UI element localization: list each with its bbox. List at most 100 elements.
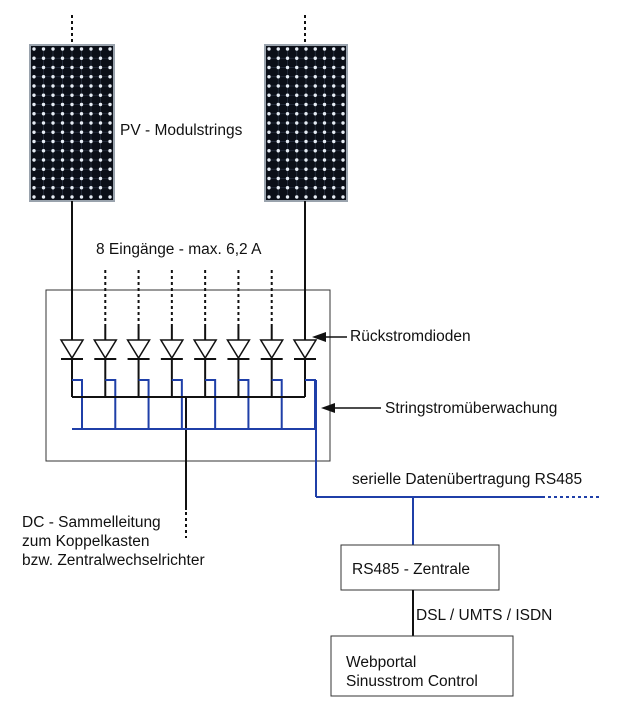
pv-cell-dot <box>341 130 345 134</box>
pv-cell-dot <box>32 75 36 79</box>
pv-cell-dot <box>313 158 317 162</box>
pv-cell-dot <box>108 176 112 181</box>
pv-cell-dot <box>70 176 74 181</box>
pv-cell-dot <box>276 93 280 97</box>
pv-cell-dot <box>51 158 55 162</box>
pv-cell-dot <box>267 65 271 70</box>
pv-cell-dot <box>285 176 290 181</box>
pv-cell-dot <box>98 84 103 88</box>
pv-cell-dot <box>322 121 327 125</box>
pv-cell-dot <box>322 130 327 134</box>
pv-cell-dot <box>313 121 317 125</box>
pv-cell-dot <box>41 102 46 107</box>
pv-cell-dot <box>295 84 299 88</box>
pv-cell-dot <box>51 47 55 51</box>
pv-cell-dot <box>267 186 271 190</box>
current-sensor-tap <box>105 379 117 429</box>
pv-cell-dot <box>322 112 327 116</box>
pv-cell-dot <box>98 139 103 144</box>
pv-cell-dot <box>295 130 299 134</box>
pv-cell-dot <box>285 102 290 107</box>
pv-cell-dot <box>70 186 74 190</box>
pv-cell-dot <box>108 75 112 79</box>
pv-cell-dot <box>98 149 103 153</box>
pv-cell-dot <box>322 75 327 79</box>
pv-cell-dot <box>89 149 93 153</box>
pv-cell-dot <box>79 56 84 60</box>
string-input-3 <box>126 270 151 429</box>
pv-cell-dot <box>341 75 345 79</box>
pv-cell-dot <box>285 93 290 97</box>
pv-cell-dot <box>108 93 112 97</box>
pv-cell-dot <box>341 176 345 181</box>
pv-cell-dot <box>32 112 36 116</box>
webportal-label: Webportal Sinusstrom Control <box>346 653 478 691</box>
pv-cell-dot <box>322 195 327 199</box>
pv-cell-dot <box>341 121 345 125</box>
pv-cell-dot <box>295 186 299 190</box>
pv-cell-dot <box>108 102 112 107</box>
pv-cell-dot <box>341 56 345 60</box>
rs485-central-box <box>340 544 500 591</box>
pv-cell-dot <box>32 195 36 199</box>
pv-cell-dot <box>70 102 74 107</box>
pv-cell-dot <box>70 139 74 144</box>
pv-cell-dot <box>267 149 271 153</box>
reverse-diodes-label: Rückstromdioden <box>350 328 471 345</box>
webportal-box <box>330 635 514 697</box>
pv-cell-dot <box>98 75 103 79</box>
pv-cell-dot <box>79 65 84 70</box>
pv-cell-dot <box>285 195 290 199</box>
pv-cell-dot <box>304 112 308 116</box>
pv-cell-dot <box>313 56 317 60</box>
pv-cell-dot <box>51 186 55 190</box>
pv-module-left <box>29 44 115 202</box>
pv-cell-dot <box>267 176 271 181</box>
pv-cell-dot <box>41 112 46 116</box>
pv-cell-dot <box>295 158 299 162</box>
pv-cell-dot <box>285 149 290 153</box>
pv-cell-dot <box>79 186 84 190</box>
pv-cell-dot <box>70 121 74 125</box>
current-sensor-tap <box>138 379 150 429</box>
pv-cell-dot <box>285 158 290 162</box>
pv-cell-dot <box>32 102 36 107</box>
pv-cell-dot <box>313 167 317 171</box>
pv-cell-dot <box>79 93 84 97</box>
pv-cell-dot <box>70 84 74 88</box>
pv-cell-dot <box>285 47 290 51</box>
connection-label: DSL / UMTS / ISDN <box>416 607 553 624</box>
pv-cell-dot <box>89 195 93 199</box>
webportal-label-line-1: Webportal <box>346 654 417 671</box>
pv-cell-dot <box>332 158 336 162</box>
pv-cell-dot <box>322 47 327 51</box>
pv-cell-dot <box>295 121 299 125</box>
dc-bus-label: DC - Sammelleitung zum Koppelkasten bzw.… <box>22 513 205 570</box>
pv-cell-dot <box>341 93 345 97</box>
pv-cell-dot <box>108 167 112 171</box>
pv-cell-dot <box>295 167 299 171</box>
pv-cell-dot <box>267 56 271 60</box>
pv-cell-dot <box>60 112 65 116</box>
pv-cell-dot <box>98 93 103 97</box>
string-input-8 <box>292 201 318 429</box>
pv-cell-dot <box>322 93 327 97</box>
arrow-string-monitoring <box>321 403 381 413</box>
pv-cell-dot <box>70 65 74 70</box>
webportal-label-line-2: Sinusstrom Control <box>346 673 478 690</box>
reverse-diode <box>292 339 318 360</box>
current-sensor-tap <box>305 379 316 429</box>
pv-cell-dot <box>276 130 280 134</box>
pv-cell-dot <box>332 130 336 134</box>
pv-cell-dot <box>70 130 74 134</box>
pv-cell-dot <box>267 167 271 171</box>
pv-cell-dot <box>295 56 299 60</box>
pv-cell-dot <box>313 47 317 51</box>
pv-cell-dot <box>313 186 317 190</box>
pv-cell-dot <box>276 121 280 125</box>
serial-transfer-label: serielle Datenübertragung RS485 <box>352 471 583 488</box>
string-input-1 <box>59 201 85 429</box>
pv-cell-dot <box>98 56 103 60</box>
pv-cell-dot <box>332 186 336 190</box>
pv-cell-dot <box>51 167 55 171</box>
